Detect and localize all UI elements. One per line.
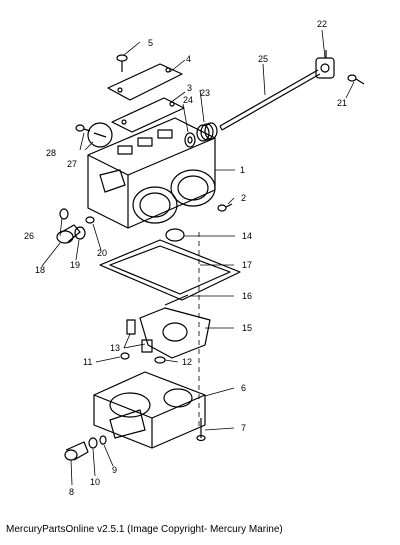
callout-27: 27 bbox=[67, 159, 77, 169]
part-23-spring bbox=[196, 122, 218, 142]
callout-1: 1 bbox=[240, 165, 245, 175]
part-4-cover-plate bbox=[107, 63, 183, 101]
callout-16: 16 bbox=[242, 291, 252, 301]
part-26-ring bbox=[59, 208, 69, 220]
part-13-bolts bbox=[126, 319, 153, 353]
leader-lines bbox=[41, 29, 355, 486]
callout-18: 18 bbox=[35, 265, 45, 275]
part-20-screw bbox=[85, 216, 95, 224]
callout-25: 25 bbox=[258, 54, 268, 64]
callout-14: 14 bbox=[242, 231, 252, 241]
callout-labels: 5 4 3 24 23 25 22 21 1 2 28 27 14 17 16 … bbox=[24, 19, 347, 497]
part-16-pin bbox=[164, 294, 189, 306]
part-17-gasket bbox=[99, 239, 241, 301]
callout-11: 11 bbox=[83, 357, 92, 367]
part-9-screw bbox=[99, 435, 107, 445]
part-8-plug bbox=[64, 441, 89, 461]
callout-23: 23 bbox=[200, 88, 210, 98]
callout-12: 12 bbox=[182, 357, 192, 367]
copyright-caption: MercuryPartsOnline v2.5.1 (Image Copyrig… bbox=[6, 524, 283, 535]
callout-13: 13 bbox=[110, 343, 120, 353]
callout-28: 28 bbox=[46, 148, 56, 158]
part-12-washer bbox=[154, 356, 166, 364]
callout-7: 7 bbox=[241, 423, 246, 433]
callout-4: 4 bbox=[186, 54, 191, 64]
part-2-screw bbox=[217, 203, 233, 212]
callout-21: 21 bbox=[337, 98, 347, 108]
callout-10: 10 bbox=[90, 477, 100, 487]
part-10-washer bbox=[88, 437, 98, 449]
part-15-insert bbox=[139, 307, 211, 359]
part-5-screw bbox=[116, 54, 128, 72]
callout-6: 6 bbox=[241, 383, 246, 393]
callout-19: 19 bbox=[70, 260, 80, 270]
part-11-screw bbox=[120, 352, 130, 360]
callout-20: 20 bbox=[97, 248, 107, 258]
part-27-diaphragm bbox=[87, 122, 113, 148]
part-14-plate bbox=[165, 228, 185, 242]
callout-5: 5 bbox=[148, 38, 153, 48]
callout-22: 22 bbox=[317, 19, 327, 29]
callout-2: 2 bbox=[241, 193, 246, 203]
callout-15: 15 bbox=[242, 323, 252, 333]
callout-9: 9 bbox=[112, 465, 117, 475]
callout-8: 8 bbox=[69, 487, 74, 497]
part-21-screw bbox=[347, 74, 365, 85]
part-7-bolt bbox=[196, 418, 206, 442]
part-24-washer bbox=[184, 132, 196, 148]
callout-24: 24 bbox=[183, 95, 193, 105]
part-25-shaft bbox=[219, 69, 321, 131]
part-19-washer bbox=[74, 226, 86, 240]
part-1-throttle-body bbox=[87, 117, 216, 229]
part-6-base bbox=[93, 371, 206, 449]
callout-26: 26 bbox=[24, 231, 34, 241]
callout-17: 17 bbox=[242, 260, 252, 270]
part-3-gasket bbox=[111, 97, 185, 133]
part-28-screw bbox=[75, 124, 91, 132]
part-22-lever bbox=[315, 50, 335, 79]
callout-3: 3 bbox=[187, 83, 192, 93]
